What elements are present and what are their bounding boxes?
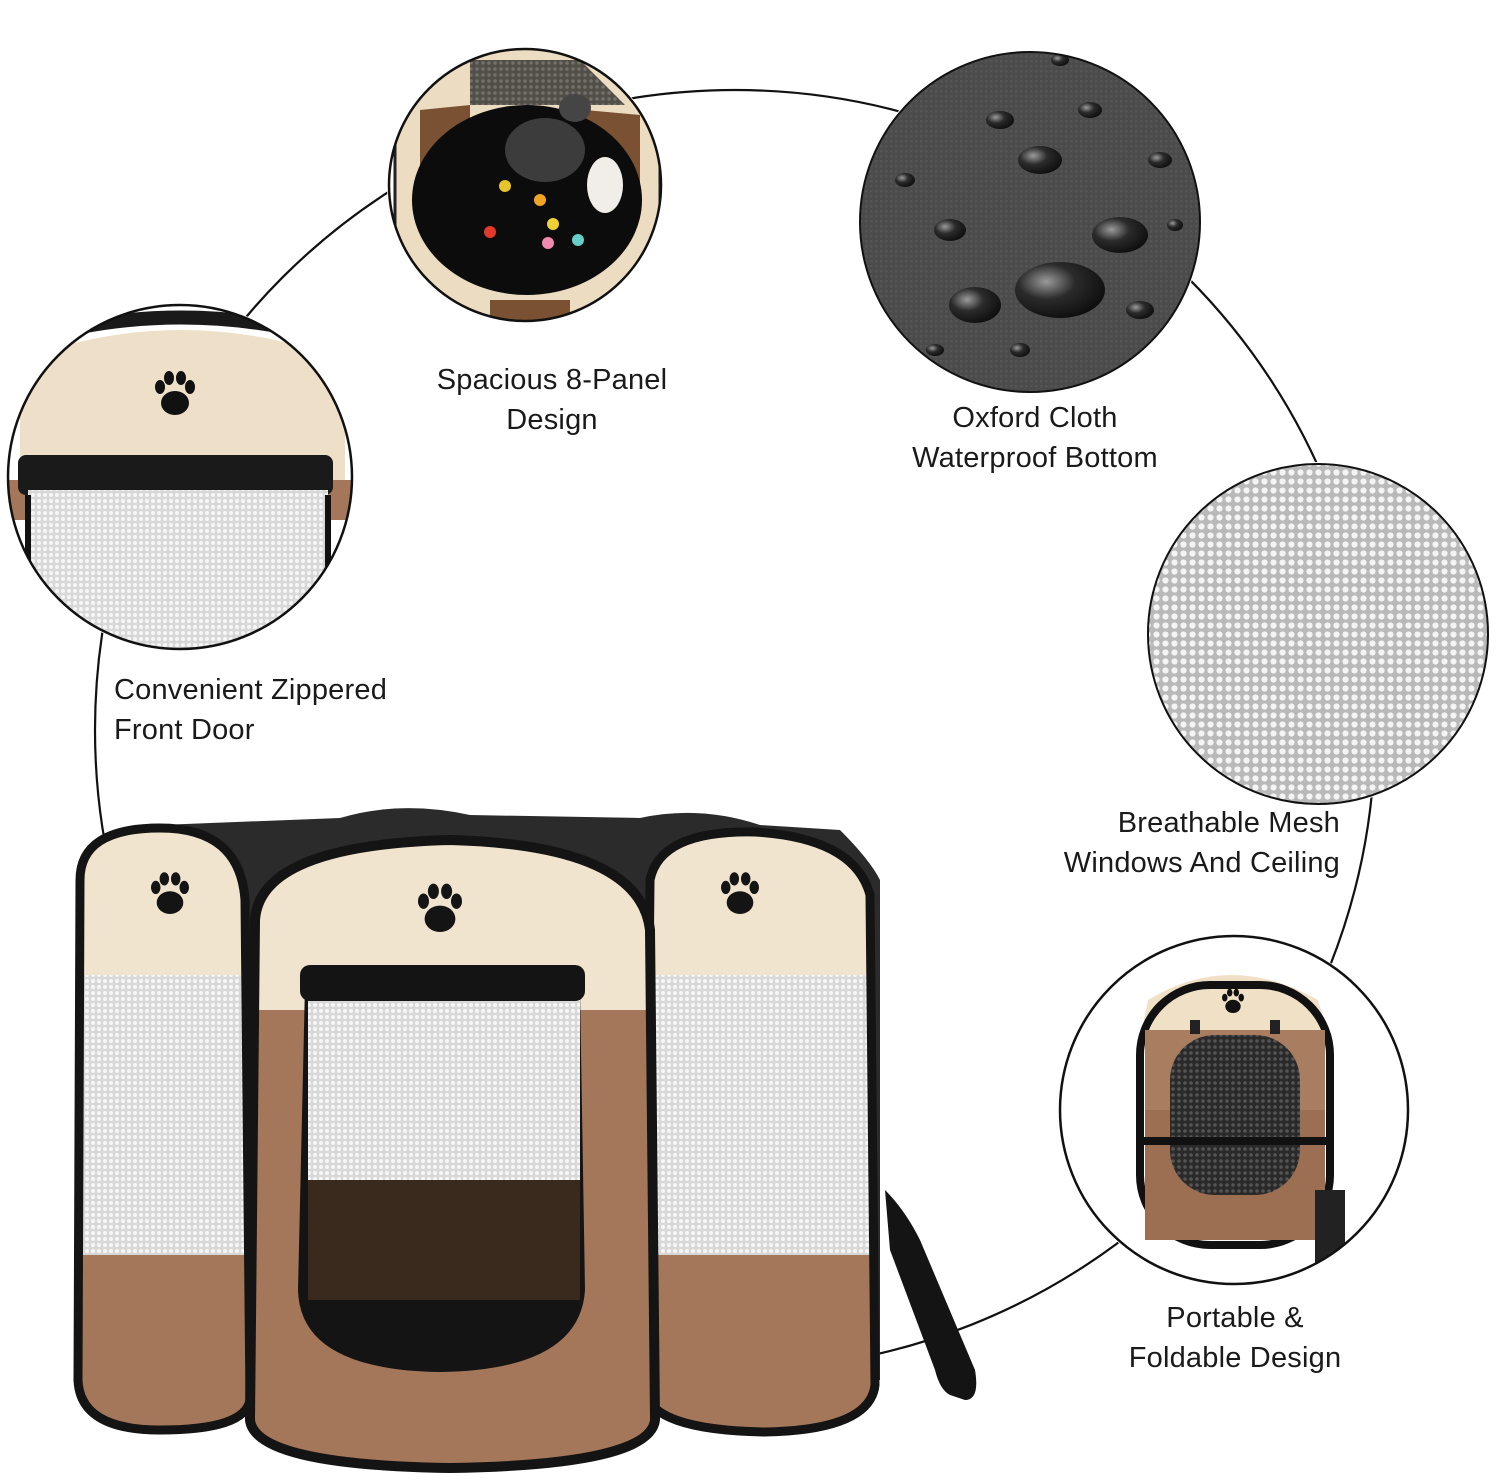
caption-panel-design-line1: Spacious 8-Panel xyxy=(436,364,668,396)
caption-portable: Portable & Foldable Design xyxy=(1090,1298,1380,1378)
mesh-fabric-image xyxy=(1146,462,1490,806)
zippered-door-image xyxy=(6,303,354,651)
caption-portable-line2: Foldable Design xyxy=(1128,1342,1342,1374)
caption-panel-design-line2: Design xyxy=(506,404,598,436)
caption-zippered-door: Convenient Zippered Front Door xyxy=(114,670,444,750)
caption-waterproof-line1: Oxford Cloth xyxy=(952,402,1118,434)
waterproof-fabric-image xyxy=(858,50,1202,394)
caption-zippered-door-line2: Front Door xyxy=(114,714,255,746)
caption-portable-line1: Portable & xyxy=(1166,1302,1304,1334)
caption-mesh-windows: Breathable Mesh Windows And Ceiling xyxy=(1010,803,1340,883)
caption-panel-design: Spacious 8-Panel Design xyxy=(392,360,712,440)
caption-waterproof-bottom: Oxford Cloth Waterproof Bottom xyxy=(880,398,1190,478)
caption-zippered-door-line1: Convenient Zippered xyxy=(114,674,388,706)
caption-waterproof-line2: Waterproof Bottom xyxy=(912,442,1158,474)
cat-top-view-image xyxy=(387,47,663,323)
main-playpen-image xyxy=(73,808,977,1474)
caption-mesh-windows-line2: Windows And Ceiling xyxy=(1063,847,1340,879)
folded-playpen-image xyxy=(1058,934,1410,1286)
caption-mesh-windows-line1: Breathable Mesh xyxy=(1117,807,1340,839)
